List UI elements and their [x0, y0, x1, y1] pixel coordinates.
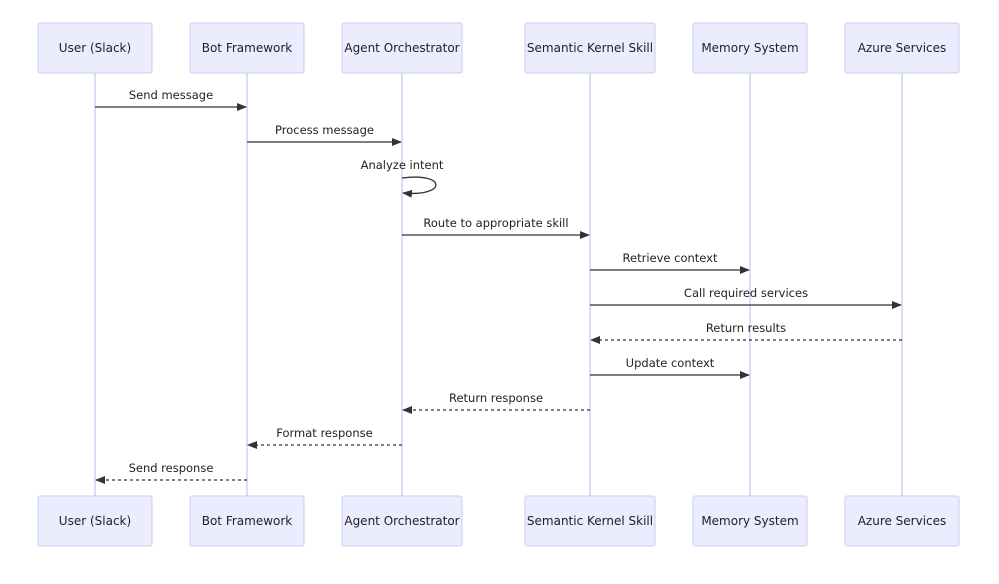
participant-box: [692, 495, 808, 547]
message-5: Retrieve context: [590, 251, 750, 274]
message-8: Update context: [590, 356, 750, 379]
participant-label: Azure Services: [858, 41, 947, 55]
participant-user-bottom: User (Slack): [37, 495, 153, 547]
participant-bot-bottom: Bot Framework: [189, 495, 305, 547]
message-label: Return response: [449, 391, 543, 405]
participant-box: [341, 22, 463, 74]
participant-label: Bot Framework: [202, 514, 293, 528]
participant-label: Semantic Kernel Skill: [527, 41, 653, 55]
message-3: Analyze intent: [361, 158, 444, 198]
participant-azure-top: Azure Services: [844, 22, 960, 74]
participant-orch-bottom: Agent Orchestrator: [341, 495, 463, 547]
participant-box: [524, 22, 656, 74]
message-11: Send response: [95, 461, 247, 484]
participant-orch-top: Agent Orchestrator: [341, 22, 463, 74]
participant-label: Semantic Kernel Skill: [527, 514, 653, 528]
participant-label: Memory System: [701, 41, 798, 55]
participant-box: [524, 495, 656, 547]
participant-sk-bottom: Semantic Kernel Skill: [524, 495, 656, 547]
message-label: Return results: [706, 321, 786, 335]
message-9: Return response: [402, 391, 590, 414]
participant-box: [844, 495, 960, 547]
participant-label: Agent Orchestrator: [344, 514, 459, 528]
participant-user-top: User (Slack): [37, 22, 153, 74]
participant-box: [341, 495, 463, 547]
participant-box: [37, 495, 153, 547]
message-label: Format response: [276, 426, 372, 440]
participant-mem-bottom: Memory System: [692, 495, 808, 547]
message-label: Call required services: [684, 286, 808, 300]
participant-azure-bottom: Azure Services: [844, 495, 960, 547]
participant-label: Azure Services: [858, 514, 947, 528]
participant-mem-top: Memory System: [692, 22, 808, 74]
message-10: Format response: [247, 426, 402, 449]
message-label: Analyze intent: [361, 158, 444, 172]
participant-label: Memory System: [701, 514, 798, 528]
self-message-arrow: [401, 176, 437, 198]
message-6: Call required services: [590, 286, 902, 309]
participant-box: [844, 22, 960, 74]
participant-label: Agent Orchestrator: [344, 41, 459, 55]
participant-label: Bot Framework: [202, 41, 293, 55]
participant-box: [189, 22, 305, 74]
message-4: Route to appropriate skill: [402, 216, 590, 239]
message-label: Send message: [129, 88, 213, 102]
message-label: Update context: [626, 356, 715, 370]
participant-box: [37, 22, 153, 74]
participant-label: User (Slack): [59, 514, 131, 528]
participant-label: User (Slack): [59, 41, 131, 55]
message-label: Process message: [275, 123, 374, 137]
participant-bot-top: Bot Framework: [189, 22, 305, 74]
participant-box: [692, 22, 808, 74]
participant-sk-top: Semantic Kernel Skill: [524, 22, 656, 74]
message-label: Send response: [129, 461, 214, 475]
participant-box: [189, 495, 305, 547]
message-7: Return results: [590, 321, 902, 344]
message-1: Send message: [95, 88, 247, 111]
message-label: Route to appropriate skill: [423, 216, 568, 230]
message-2: Process message: [247, 123, 402, 146]
message-label: Retrieve context: [623, 251, 718, 265]
